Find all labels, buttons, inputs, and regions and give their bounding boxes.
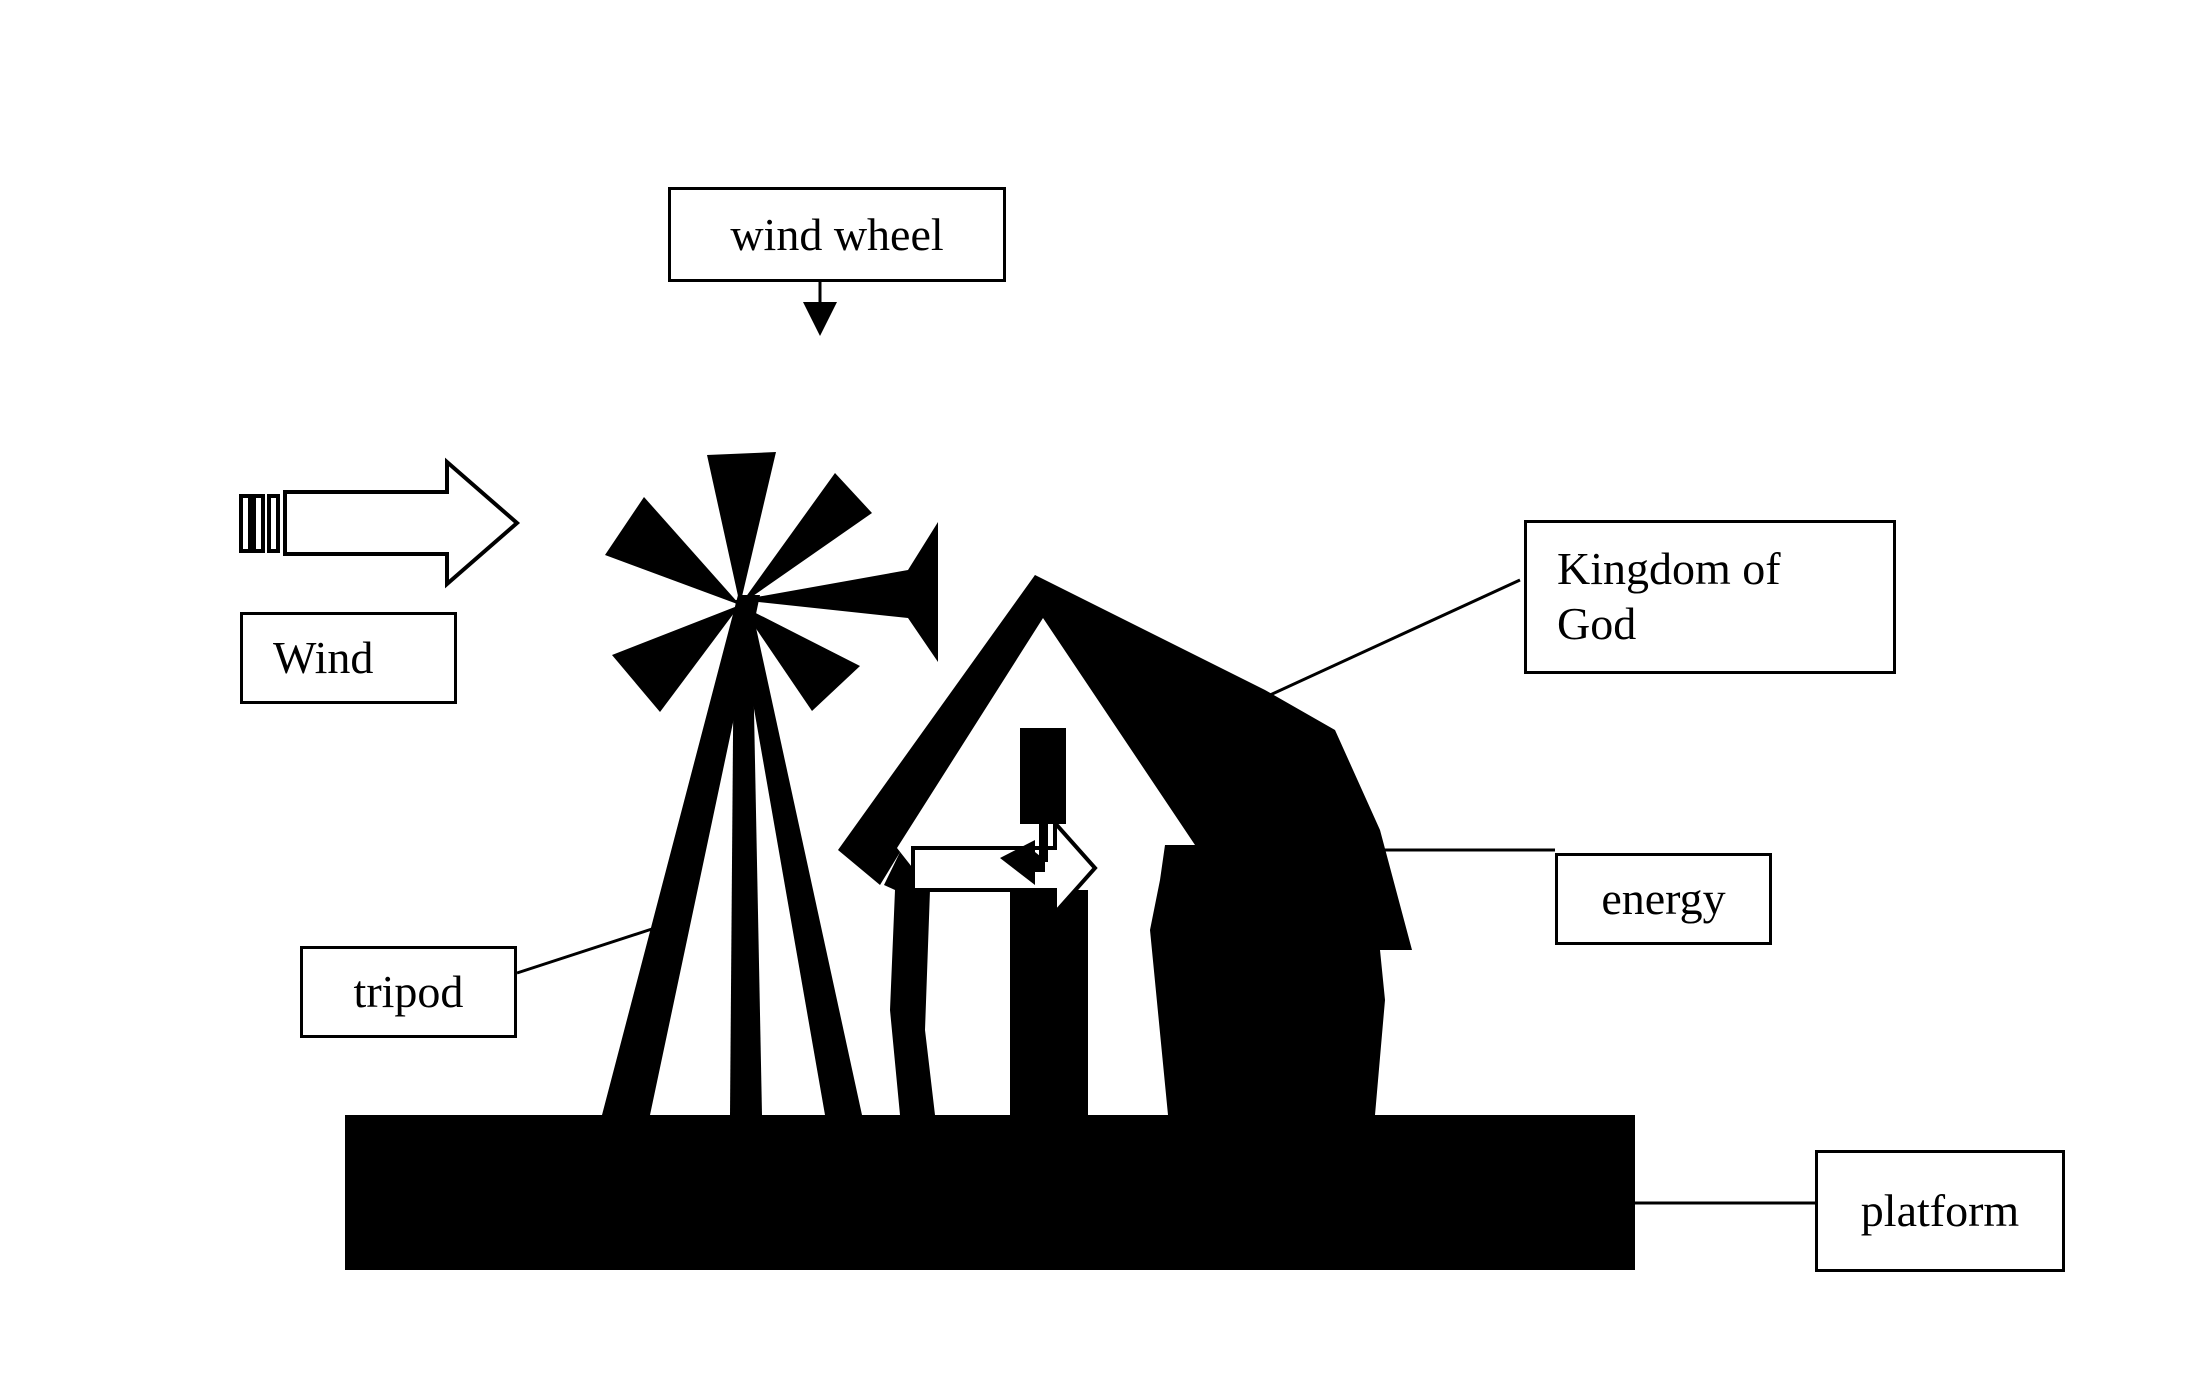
wind-wheel-arrow-icon — [803, 302, 837, 336]
windmill-blade — [740, 605, 860, 711]
energy-label: energy — [1555, 853, 1772, 945]
house-roof-left — [838, 575, 1045, 885]
windmill-blade — [707, 452, 776, 605]
energy-connector — [1039, 824, 1048, 862]
kingdom-label-line2: God — [1557, 598, 1637, 650]
platform-label: platform — [1815, 1150, 2065, 1272]
energy-label-text: energy — [1601, 873, 1726, 925]
tripod-leader — [516, 926, 656, 975]
kingdom-label-line1: Kingdom of — [1557, 543, 1781, 594]
platform-label-text: platform — [1860, 1185, 2020, 1237]
energy-arrow-right — [911, 817, 1098, 919]
house-icon — [838, 575, 1412, 1115]
wind-wheel-label-text: wind wheel — [730, 208, 944, 260]
wind-label-text: Wind — [273, 632, 374, 684]
house-window — [1020, 728, 1066, 824]
wind-arrow-icon — [239, 457, 521, 589]
windmill-blade — [605, 497, 740, 605]
tripod-label: tripod — [300, 946, 517, 1038]
windmill-icon — [602, 452, 938, 1115]
wind-label: Wind — [240, 612, 457, 704]
windmill-blade — [612, 605, 740, 712]
energy-arrow-left — [1000, 840, 1045, 885]
tripod-leg-right — [735, 600, 862, 1115]
tripod-leg-center — [730, 610, 762, 1115]
kingdom-of-god-label: Kingdom of God — [1524, 520, 1896, 674]
wind-wheel-label: wind wheel — [668, 187, 1006, 282]
tripod-label-text: tripod — [353, 966, 464, 1018]
windmill-blade — [740, 473, 872, 605]
energy-arrow-icon — [911, 817, 1098, 919]
platform-block — [345, 1115, 1635, 1270]
windmill-tail — [740, 522, 938, 662]
tripod-leg-left — [602, 595, 760, 1115]
kingdom-leader — [1269, 578, 1521, 697]
